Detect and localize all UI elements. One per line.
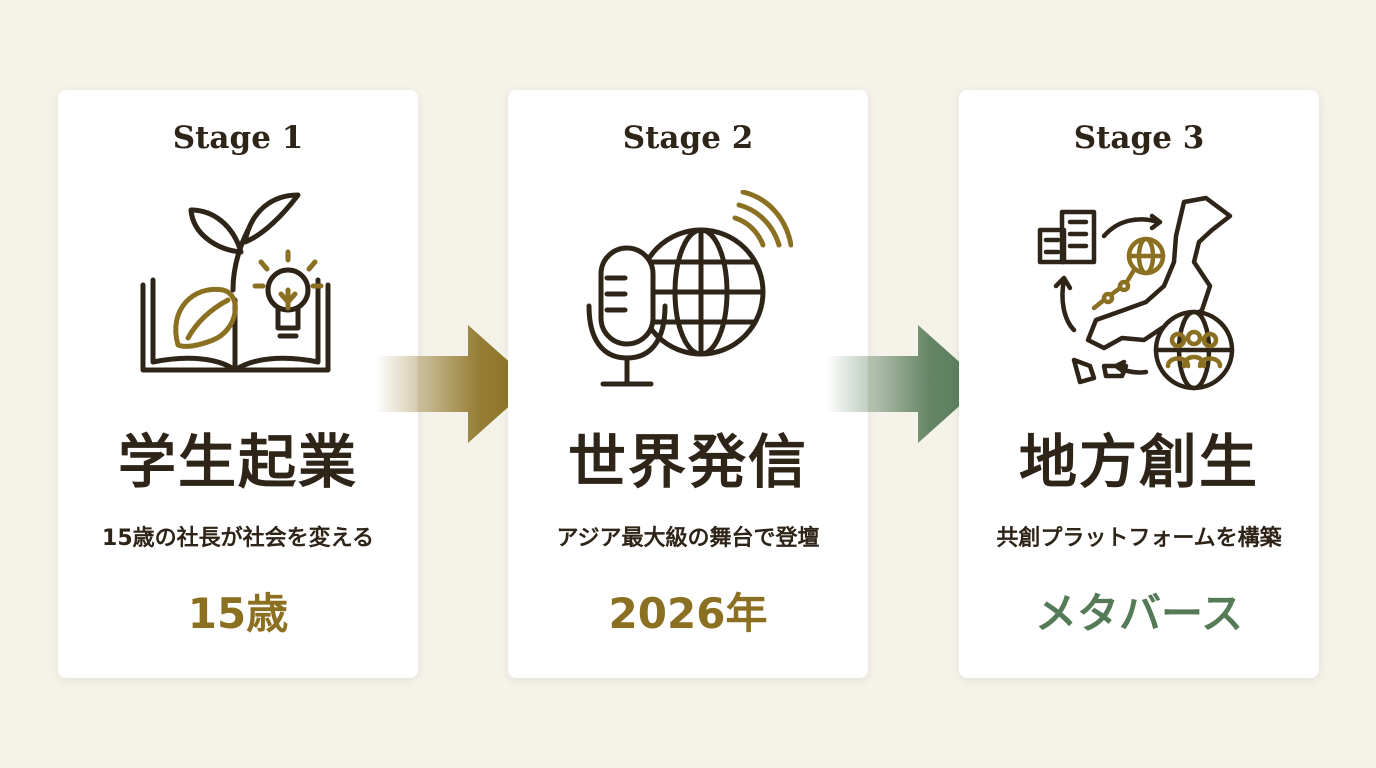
stage-label: Stage 1 [172, 120, 304, 156]
stage-label: Stage 3 [1073, 120, 1205, 156]
stage-highlight: 15歳 [187, 589, 289, 638]
stage-subtitle: アジア最大級の舞台で登壇 [556, 526, 820, 551]
stage-card-1: Stage 1 学生起業 15歳の社長が社会を変える 15歳 [58, 90, 418, 678]
stage-subtitle: 15歳の社長が社会を変える [102, 526, 374, 551]
stage-label: Stage 2 [622, 120, 754, 156]
stage-highlight: メタバース [1035, 589, 1243, 638]
stage-title: 地方創生 [1018, 428, 1259, 496]
sprout-book-lightbulb-icon [133, 190, 343, 400]
microphone-globe-broadcast-icon [583, 190, 793, 400]
stage-title: 学生起業 [117, 428, 358, 496]
stage-title: 世界発信 [567, 428, 808, 496]
stage-subtitle: 共創プラットフォームを構築 [996, 526, 1282, 551]
stage-card-2: Stage 2 世界発信 アジア最大級の舞台で登壇 2026年 [508, 90, 868, 678]
city-japan-map-network-icon [1034, 190, 1244, 400]
right-arrow-icon [376, 325, 536, 443]
stage-card-3: Stage 3 [959, 90, 1319, 678]
right-arrow-icon [826, 325, 986, 443]
stage-highlight: 2026年 [608, 589, 768, 638]
